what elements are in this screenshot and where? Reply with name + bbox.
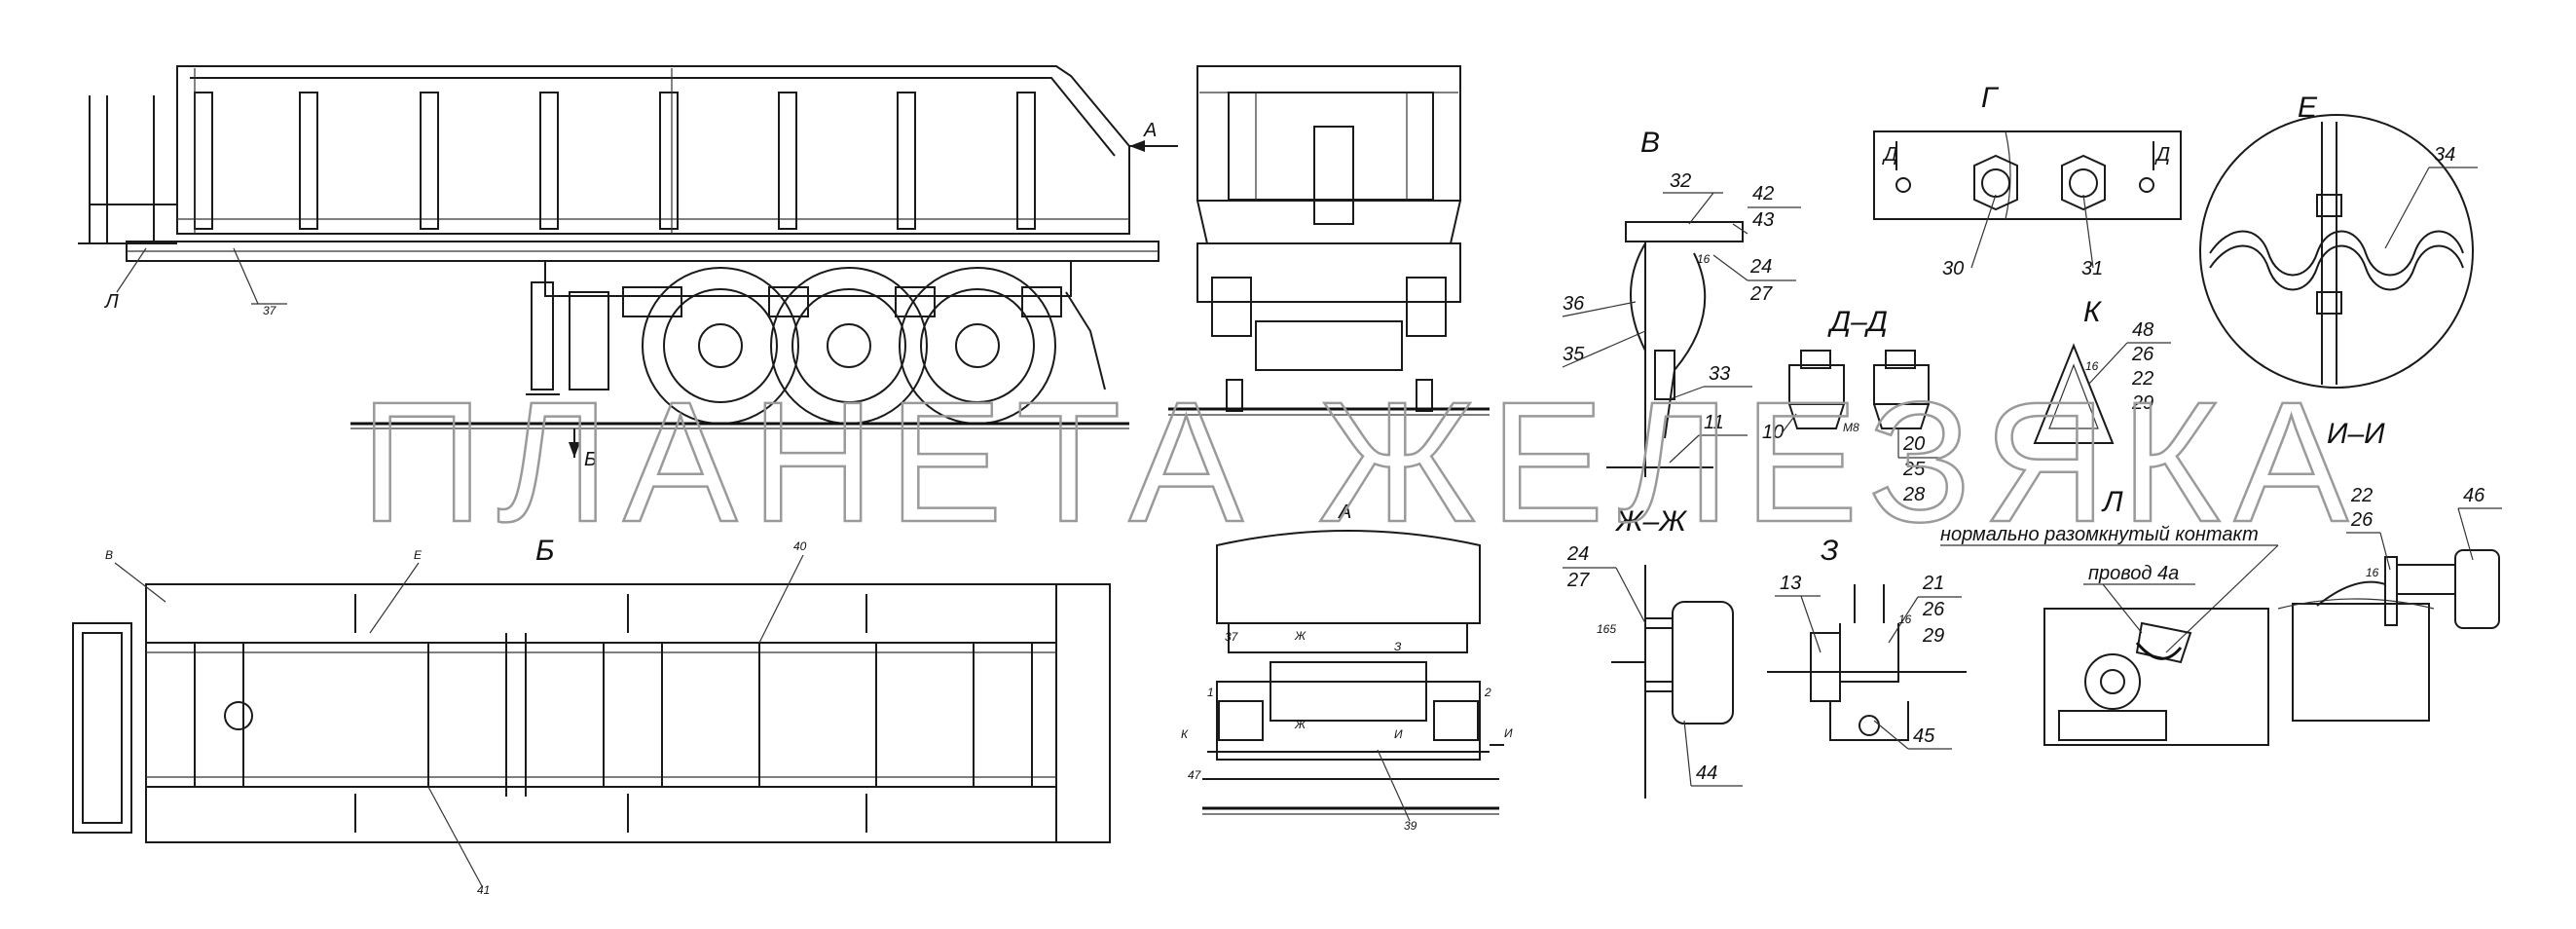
part-28: 28 [1902, 484, 1925, 505]
view-dd-connectors: Д–Д 10 М8 20 25 28 [1762, 306, 1942, 505]
part-37-side: 37 [263, 304, 277, 317]
part-27-zh: 27 [1566, 570, 1590, 591]
part-24-zh: 24 [1566, 543, 1589, 565]
view-label-a-bottom: А [1338, 502, 1351, 523]
view-label-dd: Д–Д [1827, 306, 1888, 338]
view-label-b: Б [535, 535, 555, 567]
view-label-d-left: Д [1882, 144, 1897, 166]
section-i-2: И [1504, 726, 1513, 740]
part-32: 32 [1670, 170, 1691, 192]
view-label-zhzh: Ж–Ж [1614, 505, 1687, 538]
view-g-lamps: Г Д Д 30 31 [1873, 82, 2182, 279]
part-37-rear: 37 [1225, 630, 1239, 644]
section-z-small: З [1394, 640, 1402, 653]
side-view-trailer: А Б Л 37 [78, 65, 1178, 470]
part-39: 39 [1404, 819, 1417, 833]
part-40: 40 [793, 539, 807, 553]
part-29-k: 29 [2131, 392, 2153, 414]
view-a-section: А Ж Ж З И И К 37 1 2 47 39 [1181, 502, 1513, 833]
view-l-switch: Л нормально разомкнутый контакт провод 4… [1940, 486, 2279, 746]
plan-view-b: Б В Е [72, 535, 1111, 897]
mark-16-k: 16 [2085, 359, 2099, 373]
part-42: 42 [1752, 183, 1774, 204]
view-label-v: В [1640, 127, 1660, 159]
view-label-d-right: Д [2154, 144, 2170, 166]
part-21: 21 [1922, 573, 1944, 594]
mark-16-v: 16 [1697, 252, 1711, 266]
section-i-1: И [1394, 727, 1403, 741]
part-45: 45 [1913, 725, 1935, 747]
view-e-spiral: Е 34 [2199, 92, 2478, 389]
part-48: 48 [2132, 319, 2153, 341]
part-36: 36 [1563, 293, 1585, 315]
view-v-lamp: В 32 42 43 24 27 36 35 33 11 16 Ж–Ж [1562, 127, 1801, 538]
part-13: 13 [1780, 573, 1801, 594]
part-44: 44 [1696, 762, 1717, 784]
view-label-b-arrow: Б [584, 449, 597, 470]
view-label-a-top: А [1143, 120, 1157, 141]
view-label-g: Г [1981, 82, 2000, 114]
view-label-e-small: Е [414, 548, 423, 562]
part-46: 46 [2463, 485, 2485, 506]
part-11: 11 [1704, 412, 1724, 433]
part-47: 47 [1188, 768, 1202, 782]
note-wire-4a: провод 4а [2088, 563, 2179, 584]
part-22-i: 22 [2350, 485, 2373, 506]
part-26-z: 26 [1922, 599, 1945, 620]
part-24-v: 24 [1749, 256, 1772, 278]
rear-view [1168, 65, 1490, 416]
part-20: 20 [1902, 433, 1925, 455]
view-label-l: Л [2101, 486, 2123, 518]
part-43: 43 [1752, 209, 1774, 231]
part-10: 10 [1762, 422, 1784, 443]
view-label-k: К [2083, 296, 2103, 328]
part-1: 1 [1207, 686, 1214, 699]
part-25: 25 [1902, 459, 1926, 480]
view-label-v-small: В [105, 548, 113, 562]
part-27-v: 27 [1749, 283, 1773, 305]
part-26-i: 26 [2350, 509, 2374, 531]
part-26-k: 26 [2131, 344, 2154, 365]
part-2: 2 [1484, 686, 1491, 699]
part-34: 34 [2434, 144, 2455, 166]
section-zh-1: Ж [1294, 629, 1306, 643]
view-label-l-arrow: Л [103, 291, 119, 313]
mark-m8: М8 [1843, 421, 1859, 434]
body-ribs [194, 92, 1036, 230]
mark-16-i: 16 [2366, 566, 2379, 579]
mark-165: 165 [1597, 622, 1616, 636]
section-k-small: К [1181, 727, 1189, 741]
part-30: 30 [1942, 258, 1964, 279]
view-z-bracket: З 13 21 26 29 16 45 [1767, 535, 1967, 750]
view-ii-connector: И–И 22 26 16 46 [2277, 418, 2502, 722]
part-22-k: 22 [2131, 368, 2153, 390]
view-zhzh-lamp: 24 27 165 44 [1563, 543, 1743, 799]
part-31: 31 [2081, 258, 2103, 279]
view-label-z: З [1821, 535, 1838, 567]
watermark: ПЛАНЕТА ЖЕЛЕЗЯКА [360, 367, 2362, 558]
view-label-ii: И–И [2327, 418, 2385, 450]
part-41: 41 [477, 883, 490, 897]
view-k-reflector: К 16 48 26 22 29 [2033, 296, 2171, 444]
mark-16-z: 16 [1898, 613, 1912, 626]
view-label-e: Е [2298, 92, 2318, 124]
section-zh-2: Ж [1294, 718, 1306, 731]
part-29-z: 29 [1922, 625, 1944, 647]
note-normally-open: нормально разомкнутый контакт [1940, 524, 2259, 545]
crossmembers [194, 633, 1033, 797]
part-33: 33 [1709, 363, 1730, 385]
